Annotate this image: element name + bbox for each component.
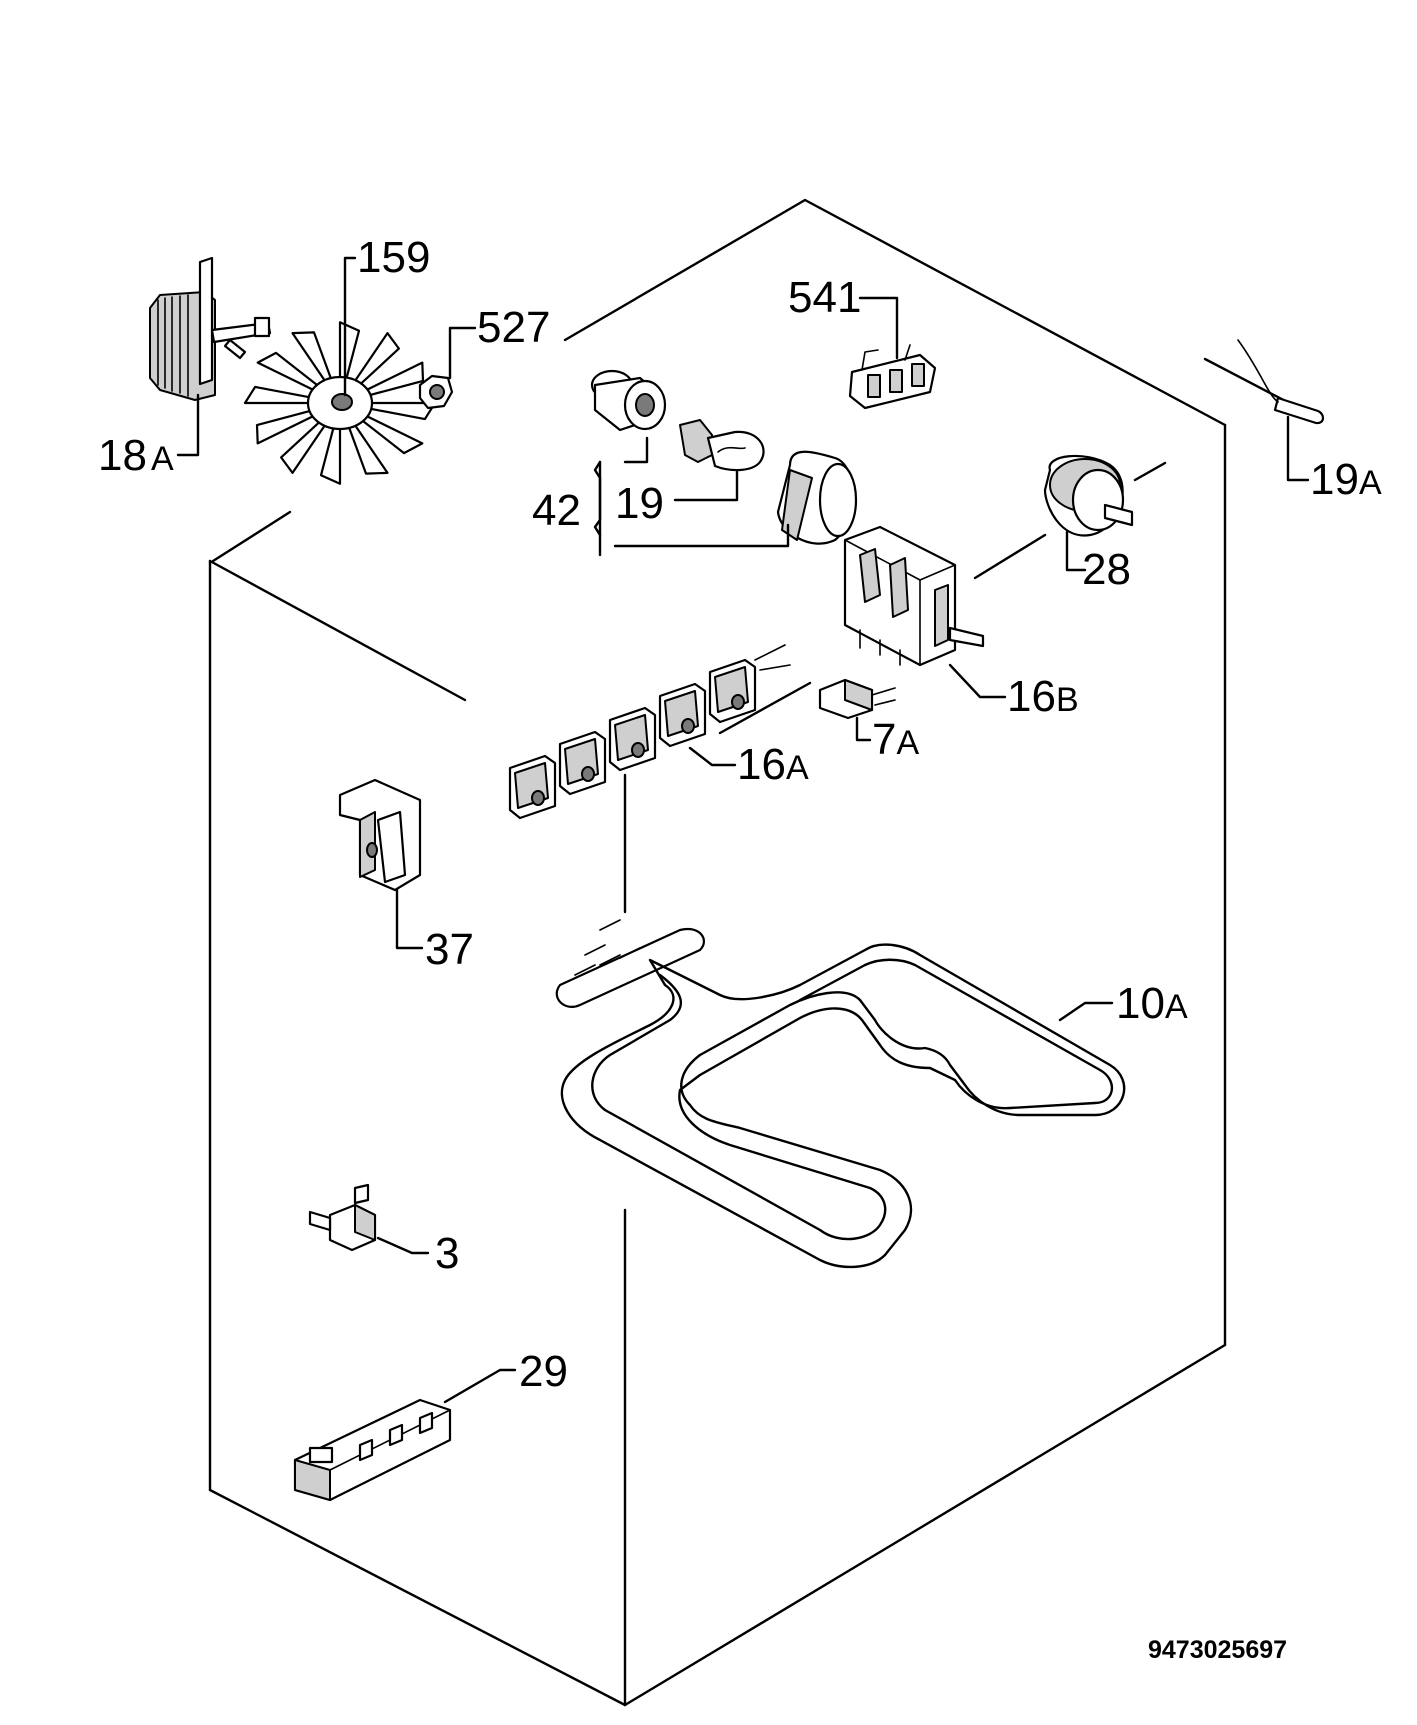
fan-blade-vane (319, 420, 342, 485)
temperature-sensor-part[interactable] (1203, 339, 1325, 425)
lamp-holder-part[interactable] (590, 369, 667, 432)
callout-527: 527 (477, 303, 550, 352)
cabinet-outline (208, 198, 1227, 1707)
leader-lines (176, 256, 1310, 1404)
callout-42: 42 (532, 486, 581, 535)
document-number: 9473025697 (1148, 1636, 1287, 1664)
bracket-part[interactable] (338, 778, 422, 892)
switch-row-part[interactable] (508, 644, 791, 820)
switch-shaft (681, 718, 695, 734)
callout-29: 29 (519, 1347, 568, 1396)
fan-blade-vane (338, 321, 361, 386)
lamp-cover-part[interactable] (776, 450, 858, 545)
callout-7a: 7A (872, 715, 919, 764)
callout-541: 541 (788, 273, 861, 322)
thermostat-part[interactable] (1043, 454, 1134, 537)
callout-159: 159 (357, 233, 430, 282)
callout-16b: 16B (1007, 672, 1079, 721)
callout-19: 19 (615, 479, 664, 528)
switch-shaft (581, 766, 595, 782)
ignition-module-part[interactable] (293, 1398, 452, 1502)
switch-shaft (631, 742, 645, 758)
door-switch-part[interactable] (818, 678, 896, 720)
selector-switch-part[interactable] (843, 525, 985, 667)
fan-blade-part[interactable] (243, 321, 437, 485)
terminal-block-part[interactable] (848, 344, 937, 410)
callout-3: 3 (435, 1229, 459, 1278)
callout-37: 37 (425, 925, 474, 974)
switch-shaft (731, 694, 745, 710)
callout-10a: 10A (1116, 979, 1188, 1028)
callout-28: 28 (1082, 545, 1131, 594)
lamp-bulb-part[interactable] (679, 419, 765, 472)
connector-clip-part[interactable] (308, 1183, 377, 1252)
heating-element-part[interactable] (555, 919, 1126, 1269)
fan-motor-part[interactable] (149, 256, 272, 401)
switch-shaft (531, 790, 545, 806)
callout-16a: 16A (737, 740, 809, 789)
nut-part[interactable] (418, 374, 454, 410)
callout-19a: 19A (1310, 455, 1382, 504)
